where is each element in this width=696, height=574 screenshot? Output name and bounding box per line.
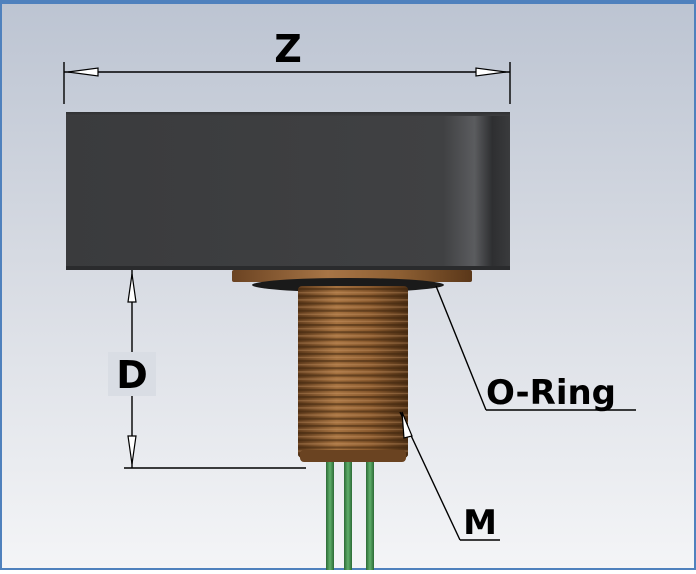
depth-arrow-bottom bbox=[127, 435, 137, 465]
width-arrow-left bbox=[67, 67, 99, 77]
sensor-housing bbox=[66, 112, 510, 270]
thread-callout: M bbox=[399, 411, 500, 543]
width-arrow-right bbox=[475, 67, 507, 77]
o-ring-callout: O-Ring bbox=[435, 285, 636, 413]
width-label: Z bbox=[274, 27, 302, 71]
depth-dimension: D bbox=[108, 270, 306, 469]
frame-top-bar bbox=[0, 0, 696, 4]
o-ring-label: O-Ring bbox=[486, 373, 616, 413]
thread-arrow bbox=[401, 411, 413, 439]
depth-label: D bbox=[116, 353, 148, 397]
depth-arrow-top bbox=[127, 273, 137, 303]
threaded-stem bbox=[298, 286, 408, 462]
lead-wires bbox=[326, 462, 374, 570]
thread-label: M bbox=[463, 503, 497, 543]
width-dimension: Z bbox=[63, 27, 511, 104]
